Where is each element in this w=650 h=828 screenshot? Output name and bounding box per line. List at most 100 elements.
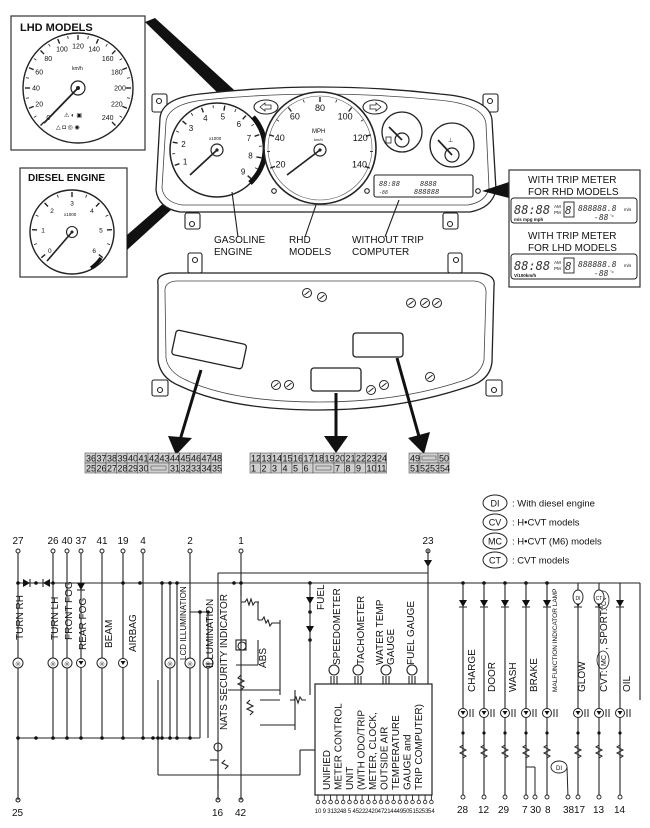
unit-box-text-line: UNIFIED <box>322 750 333 790</box>
lhd-speedo-tick-label: 180 <box>111 69 123 76</box>
lhd-speedo-tick <box>111 121 116 126</box>
tacho-tick-label: 2 <box>181 140 186 149</box>
connector-pin-label: 2 <box>262 464 267 474</box>
top-pin-label: 2 <box>187 536 193 547</box>
top-pin-label: 27 <box>12 536 24 547</box>
connector-pin-label: 24 <box>377 454 387 464</box>
connector-pin-label: 18 <box>314 454 324 464</box>
junction-dot <box>175 736 179 740</box>
connector-pin-label: 6 <box>304 464 309 474</box>
junction-dot <box>51 581 55 585</box>
connector-pin-label: 44 <box>170 454 180 464</box>
unit-pin-label: 52 <box>415 809 422 815</box>
label-speedometer: SPEEDOMETER <box>332 588 343 665</box>
unit-pin-terminal <box>359 799 365 805</box>
svg-text:53: 53 <box>430 464 440 474</box>
trip-callout-wedge <box>482 182 509 198</box>
bottom-pin-terminal <box>575 794 581 800</box>
connector-pin-label: 25 <box>86 464 96 474</box>
lcd-temp: -88 <box>379 190 388 196</box>
label-mil: MALFUNCTION INDICATOR LAMP <box>552 589 559 692</box>
top-pin-terminal <box>187 548 193 554</box>
label-oil: OIL <box>622 675 633 692</box>
unit-pin-label: 22 <box>359 809 366 815</box>
speedo-tick <box>269 165 276 169</box>
cluster-rear <box>151 252 503 411</box>
tacho-tick <box>256 156 262 159</box>
turn-signal-indicators <box>253 99 388 115</box>
top-pin-label: 26 <box>47 536 59 547</box>
legend-description: : H•CVT (M6) models <box>512 537 602 548</box>
connector-key <box>421 455 437 461</box>
unit-pin-label: 31 <box>327 809 334 815</box>
lhd-speedo-tick <box>111 50 116 55</box>
connector-key <box>150 465 167 471</box>
unit-pin-label: 44 <box>390 809 397 815</box>
tacho-tick-label: 4 <box>203 114 208 123</box>
indicator-lamp-icon <box>12 657 24 669</box>
fuel-gauge <box>381 111 423 153</box>
unit-pin-terminal <box>397 799 403 805</box>
unit-box-text-line: (WITH ODO/TRIP <box>357 710 368 790</box>
lcd-odo: 888888 <box>414 188 439 196</box>
bottom-pin-terminal <box>617 794 623 800</box>
speedo-tick <box>364 165 371 169</box>
connector-pin-label: 39 <box>118 454 128 464</box>
speedo-unit-kmh: km/h <box>314 137 323 142</box>
connector-pin-label: 7 <box>335 464 340 474</box>
unit-pin-terminal <box>353 799 358 805</box>
svg-text:52: 52 <box>420 464 430 474</box>
junction-dot <box>198 610 202 614</box>
connector-key <box>315 465 332 471</box>
trip-meter-insets: WITH TRIP METER FOR RHD MODELS 88:88 AM … <box>508 169 641 288</box>
speedo-tick-label: 20 <box>276 160 286 170</box>
top-pin-terminal <box>64 548 70 554</box>
unit-pin-terminal <box>366 799 371 805</box>
lhd-speedo-tick-label: 220 <box>111 102 123 109</box>
unit-pin-terminal <box>322 799 327 805</box>
top-pin-label: 40 <box>61 536 73 547</box>
svg-text:54: 54 <box>440 464 450 474</box>
svg-text:888888.8: 888888.8 <box>578 260 617 269</box>
svg-text:DI: DI <box>576 596 581 602</box>
junction-dot <box>34 581 38 585</box>
label-fuel-gauge: FUEL GAUGE <box>406 601 417 665</box>
connector-window-right <box>352 332 404 358</box>
svg-text:PM: PM <box>554 210 561 215</box>
speedo-tick-label: 40 <box>275 133 285 143</box>
unit-pin-label: 51 <box>409 809 416 815</box>
lhd-speedo-tick <box>95 38 99 44</box>
unit-pin-label: 45 <box>352 809 359 815</box>
svg-text:AM: AM <box>554 204 561 209</box>
junction-dot <box>51 736 55 740</box>
top-pin-terminal <box>140 548 146 554</box>
svg-text:m/s: m/s <box>624 263 632 268</box>
bottom-pin-terminal <box>523 794 529 800</box>
svg-text:m/s mpg mph: m/s mpg mph <box>514 217 544 222</box>
lhd-inset-title: LHD MODELS <box>20 22 93 34</box>
bottom-pin-terminal <box>596 794 602 800</box>
diesel-tacho-tick-label: 3 <box>70 200 74 207</box>
diesel-unit-label: x1000 <box>64 212 77 217</box>
lhd-speedo-tick-label: 80 <box>44 56 52 63</box>
connector-pin-label: 48 <box>212 454 222 464</box>
tacho-tick <box>200 107 204 113</box>
trip-rhd-title-2: FOR RHD MODELS <box>528 187 619 198</box>
connector-pin-label: 47 <box>202 454 212 464</box>
unit-pin-terminal <box>347 799 352 805</box>
unit-pin-terminal <box>410 799 415 805</box>
unit-pin-label: 20 <box>371 809 378 815</box>
turn-left-arrow-icon <box>259 102 272 112</box>
connector-pin-label: 36 <box>86 454 96 464</box>
pin-14: 14 <box>614 805 626 816</box>
label-charge: CHARGE <box>467 649 478 692</box>
connector-pin-label: 31 <box>170 464 180 474</box>
svg-text:◎: ◎ <box>187 662 192 668</box>
lhd-speedo-tick <box>40 50 45 55</box>
connector-pin-label: 30 <box>139 464 149 474</box>
